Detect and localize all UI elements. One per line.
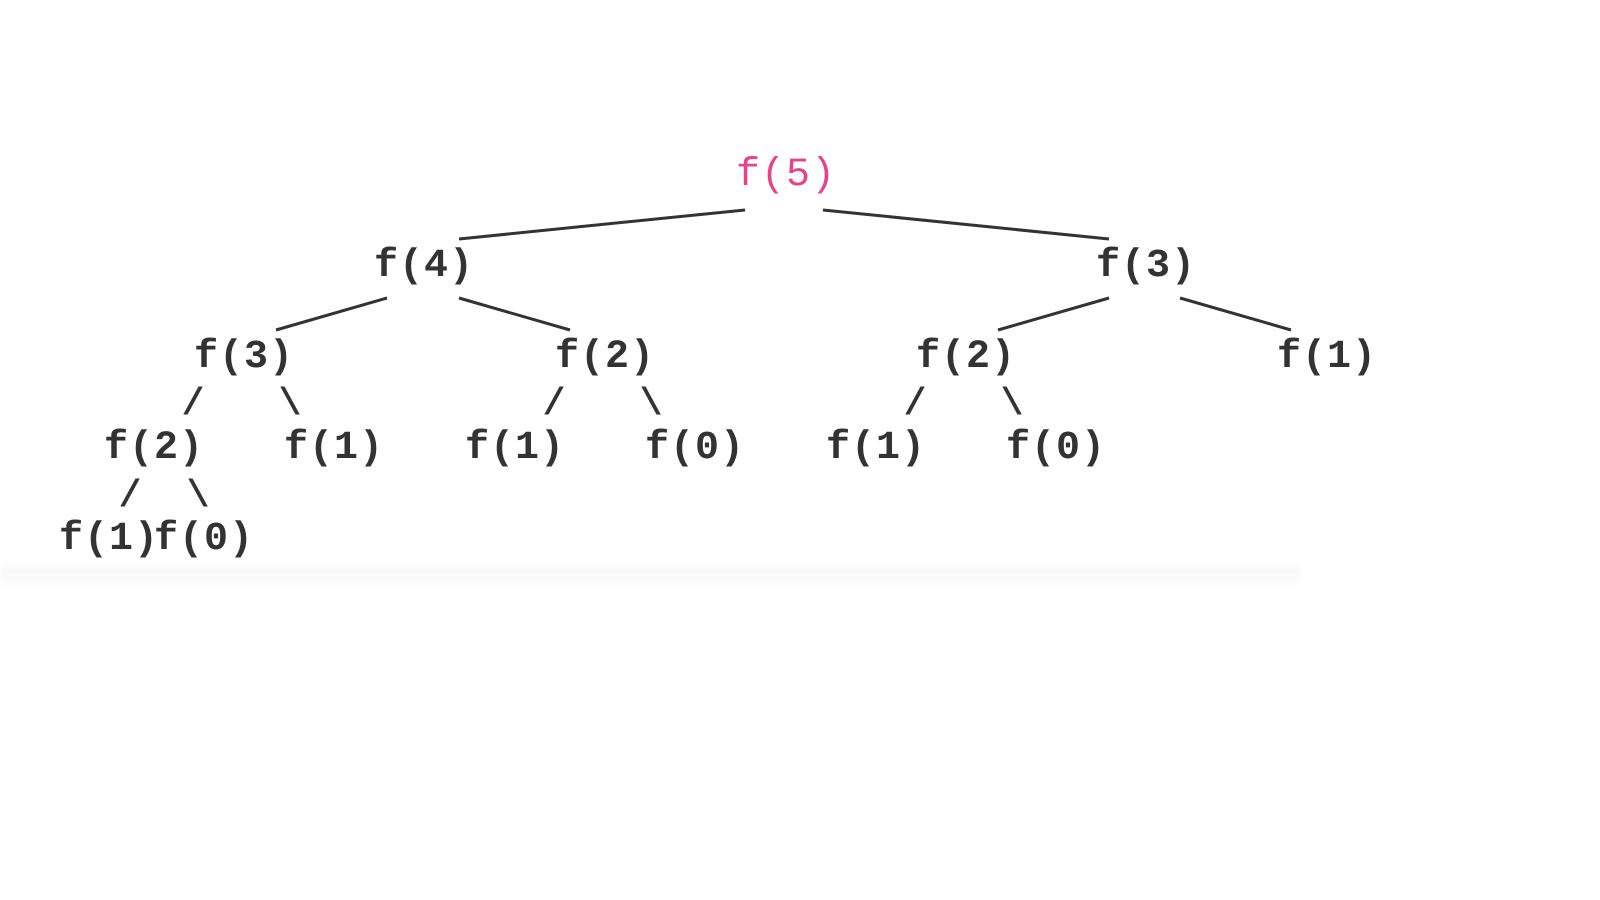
node-l2-d: f(1): [1276, 335, 1378, 380]
node-l2-c: f(2): [915, 335, 1017, 380]
node-l3-c: f(1): [464, 426, 566, 471]
connector-l3a-left: /: [118, 475, 142, 518]
connector-l3a-right: \: [186, 475, 210, 518]
node-l2-a: f(3): [193, 335, 295, 380]
edge-root-right: [822, 208, 1110, 241]
connector-l2c-left: /: [903, 383, 927, 426]
node-l3-f: f(0): [1005, 426, 1107, 471]
connector-l2a-right: \: [278, 383, 302, 426]
node-l4-b: f(0): [153, 517, 255, 562]
node-l3-d: f(0): [644, 426, 746, 471]
connector-l2c-right: \: [1000, 383, 1024, 426]
node-l2-b: f(2): [554, 335, 656, 380]
connector-l2b-right: \: [639, 383, 663, 426]
connector-l2a-left: /: [181, 383, 205, 426]
node-root: f(5): [735, 153, 837, 198]
node-l3-e: f(1): [825, 426, 927, 471]
edge-f3-left: [997, 296, 1110, 332]
node-l1-left: f(4): [373, 244, 475, 289]
edge-f4-left: [275, 296, 388, 332]
node-l3-a: f(2): [103, 426, 205, 471]
divider-shadow: [0, 566, 1300, 590]
edge-f4-right: [458, 296, 571, 332]
connector-l2b-left: /: [542, 383, 566, 426]
edge-root-left: [458, 208, 746, 241]
edge-f3-right: [1179, 296, 1292, 332]
node-l4-a: f(1): [58, 517, 160, 562]
node-l1-right: f(3): [1095, 244, 1197, 289]
node-l3-b: f(1): [283, 426, 385, 471]
